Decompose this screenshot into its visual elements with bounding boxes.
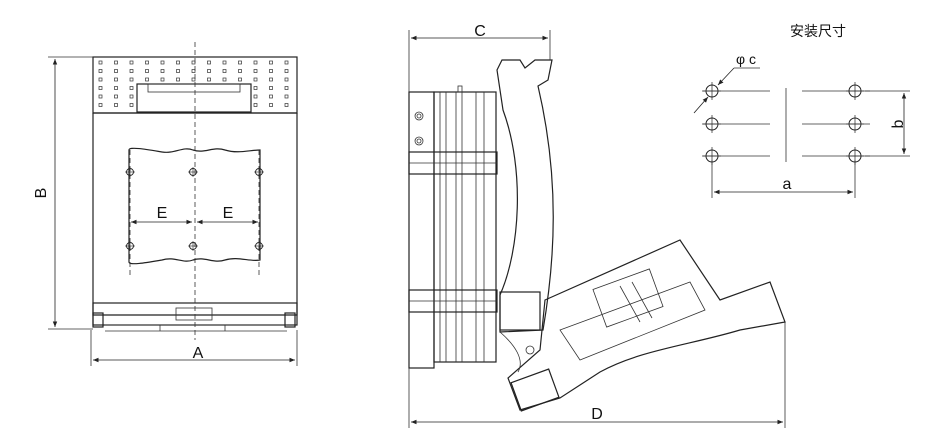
- vent-hole: [160, 77, 165, 82]
- screw-marker: [188, 167, 198, 177]
- side-screw-2: [414, 136, 424, 146]
- vent-hole: [114, 69, 118, 73]
- vent-hole: [114, 60, 118, 65]
- side-screw-1: [414, 111, 424, 121]
- vent-hole: [284, 69, 289, 73]
- front-window: [128, 147, 261, 265]
- mount-holes: [703, 82, 864, 165]
- vent-hole: [207, 77, 211, 82]
- vent-hole: [114, 77, 118, 82]
- vent-hole: [222, 60, 227, 65]
- dim-label-C: C: [474, 23, 486, 40]
- vent-holes: [98, 60, 289, 107]
- vent-hole: [191, 60, 196, 65]
- vent-hole: [238, 69, 242, 73]
- vent-hole: [284, 77, 289, 82]
- vent-hole: [253, 103, 258, 107]
- front-screws: [125, 167, 264, 251]
- side-rail-housing: [433, 91, 497, 363]
- handle-open-grip: [510, 368, 560, 412]
- side-view: C D: [408, 23, 786, 428]
- vent-hole: [176, 69, 180, 73]
- vent-hole: [129, 77, 134, 82]
- mount-title: 安装尺寸: [790, 23, 846, 39]
- side-handle-window: [499, 291, 541, 331]
- side-handle-open: [507, 239, 786, 411]
- vent-hole: [98, 60, 103, 65]
- mounting-dimensions: 安装尺寸 φ c a b: [693, 23, 910, 198]
- vent-hole: [98, 86, 103, 90]
- vent-hole: [145, 60, 149, 65]
- vent-hole: [129, 103, 134, 107]
- base-clip-left: [92, 312, 104, 328]
- dim-label-A: A: [193, 345, 204, 362]
- vent-hole: [129, 94, 134, 99]
- dim-label-a: a: [783, 176, 792, 193]
- top-terminal-slot: [147, 83, 241, 93]
- vent-hole: [160, 60, 165, 65]
- vent-hole: [222, 69, 227, 73]
- side-back-plate: [408, 91, 435, 369]
- vent-hole: [269, 69, 273, 73]
- vent-hole: [191, 77, 196, 82]
- vent-hole: [114, 103, 118, 107]
- vent-hole: [176, 77, 180, 82]
- screw-marker: [188, 241, 198, 251]
- vent-hole: [269, 94, 273, 99]
- vent-hole: [222, 77, 227, 82]
- vent-hole: [253, 60, 258, 65]
- vent-hole: [207, 60, 211, 65]
- vent-hole: [176, 60, 180, 65]
- vent-hole: [284, 86, 289, 90]
- vent-hole: [160, 69, 165, 73]
- vent-hole: [207, 69, 211, 73]
- vent-hole: [269, 60, 273, 65]
- vent-hole: [98, 77, 103, 82]
- vent-hole: [129, 60, 134, 65]
- vent-hole: [191, 69, 196, 73]
- vent-hole: [98, 94, 103, 99]
- dim-label-B: B: [33, 188, 50, 199]
- base-terminal: [175, 307, 213, 321]
- dim-label-b: b: [890, 119, 907, 128]
- vent-hole: [253, 69, 258, 73]
- vent-hole: [269, 103, 273, 107]
- vent-hole: [145, 77, 149, 82]
- vent-hole: [114, 94, 118, 99]
- vent-hole: [284, 94, 289, 99]
- side-handle-closed: [496, 59, 554, 333]
- dim-label-D: D: [591, 406, 603, 423]
- vent-hole: [269, 77, 273, 82]
- vent-hole: [114, 86, 118, 90]
- vent-hole: [238, 60, 242, 65]
- dim-label-phi-c: φ c: [736, 51, 756, 67]
- vent-hole: [269, 86, 273, 90]
- dim-label-E1: E: [157, 205, 168, 222]
- front-view: A B E E: [33, 42, 298, 366]
- vent-hole: [253, 77, 258, 82]
- top-terminal: [136, 83, 252, 113]
- vent-hole: [238, 77, 242, 82]
- vent-hole: [98, 69, 103, 73]
- vent-hole: [145, 69, 149, 73]
- vent-hole: [98, 103, 103, 107]
- vent-hole: [129, 86, 134, 90]
- vent-hole: [253, 86, 258, 90]
- vent-hole: [284, 103, 289, 107]
- vent-hole: [284, 60, 289, 65]
- dim-label-E2: E: [223, 205, 234, 222]
- vent-hole: [253, 94, 258, 99]
- vent-hole: [129, 69, 134, 73]
- base-clip-right: [284, 312, 296, 328]
